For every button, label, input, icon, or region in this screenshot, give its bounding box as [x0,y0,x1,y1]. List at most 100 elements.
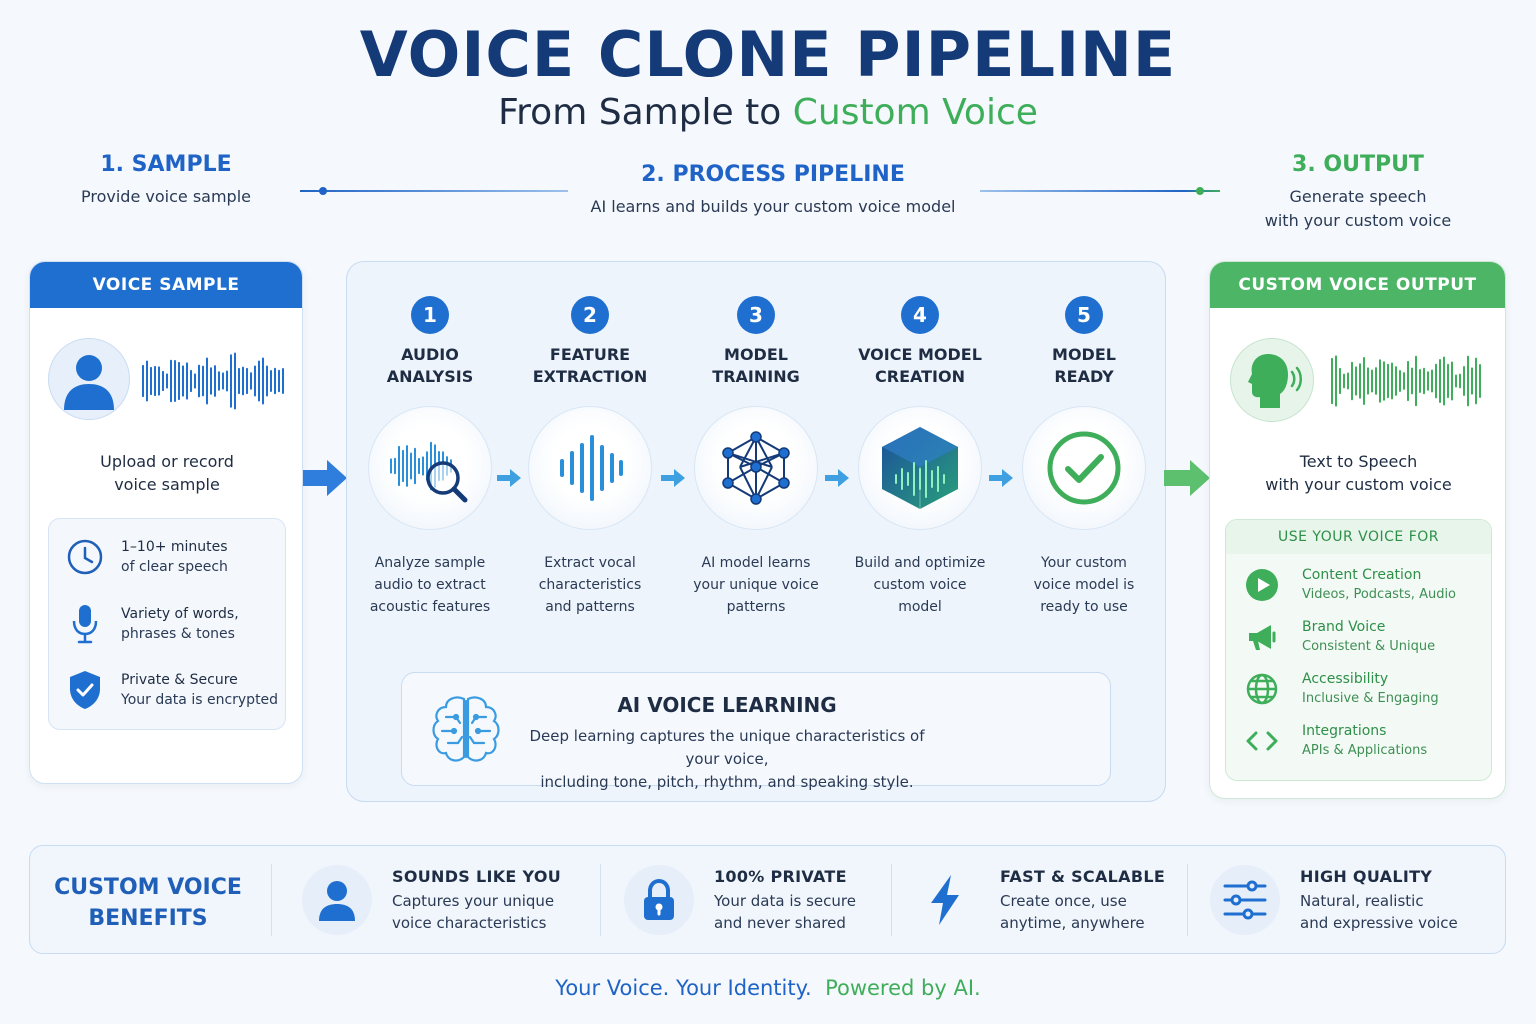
step-number: 3 [737,296,775,334]
desc-line: custom voice [873,577,967,593]
title-line: BENEFITS [88,906,208,931]
page-subtitle: From Sample to Custom Voice [0,92,1536,133]
desc-line: AI model learns [701,555,811,571]
stage-desc: AI learns and builds your custom voice m… [590,197,956,216]
desc-line: Create once, use [1000,891,1127,910]
stage-title: 1. SAMPLE [100,152,232,177]
title-line: CREATION [875,367,965,386]
connector-dot-left [319,187,327,195]
output-card-header: CUSTOM VOICE OUTPUT [1210,262,1505,308]
footer-tagline: Your Voice. Your Identity. Powered by AI… [0,976,1536,1000]
title-line: TRAINING [712,367,800,386]
connector-line-right [980,190,1220,192]
arrow-right-icon [825,469,849,487]
feature-title: Variety of words, [121,606,239,622]
desc-line: and patterns [545,599,635,615]
stage-process-heading: 2. PROCESS PIPELINE AI learns and builds… [560,162,986,219]
stage-sample-heading: 1. SAMPLE Provide voice sample [46,152,286,209]
check-circle-icon [1022,406,1146,530]
benefit-title: HIGH QUALITY [1300,866,1433,886]
clock-icon [63,538,107,576]
megaphone-icon [1242,620,1282,654]
lightning-icon [910,865,980,935]
desc-line: voice model is [1033,577,1135,593]
desc-line: with your custom voice [1264,211,1452,230]
use-desc: APIs & Applications [1302,743,1428,758]
feature-title: 1–10+ minutes [121,539,228,555]
divider [600,864,601,936]
ai-learning-desc: Deep learning captures the unique charac… [512,725,942,794]
title-line: FEATURE [549,345,631,364]
text-line: with your custom voice [1265,475,1452,494]
desc-line: Your custom [1041,555,1127,571]
benefit-title: SOUNDS LIKE YOU [392,866,562,886]
play-icon [1242,568,1282,602]
text-line: Upload or record [100,452,234,471]
benefits-bar: CUSTOM VOICE BENEFITS SOUNDS LIKE YOU Capt… [29,845,1506,954]
desc-line: Analyze sample [374,555,486,571]
step-number: 1 [411,296,449,334]
neural-network-icon [694,406,818,530]
arrow-right-icon [989,469,1013,487]
title-line: AUDIO [401,345,459,364]
arrow-right-icon [661,469,685,487]
voice-cube-icon [858,406,982,530]
tagline-part2: Powered by AI. [825,976,981,1000]
waveform-search-icon [368,406,492,530]
divider [891,864,892,936]
use-desc: Videos, Podcasts, Audio [1302,587,1457,602]
divider [271,864,272,936]
use-header: USE YOUR VOICE FOR [1226,520,1491,554]
stage-title: 3. OUTPUT [1292,152,1424,177]
use-title: Brand Voice [1302,619,1386,635]
desc-line: Your data is secure [714,891,856,910]
globe-icon [1242,672,1282,706]
desc-line: and expressive voice [1300,913,1458,932]
waveform-bars-icon [528,406,652,530]
stage-desc: Generate speech with your custom voice [1230,185,1486,233]
feature-title: Private & Secure [121,672,238,688]
desc-line: Generate speech [1289,187,1427,206]
title-line: CUSTOM VOICE [54,875,242,900]
step-number: 5 [1065,296,1103,334]
lock-icon [624,865,694,935]
page-title: VOICE CLONE PIPELINE [359,18,1177,91]
divider [1187,864,1188,936]
desc-line: Extract vocal [544,555,636,571]
voice-sample-header: VOICE SAMPLE [30,262,302,308]
title-line: VOICE MODEL [858,345,982,364]
tagline-part1: Your Voice. Your Identity. [555,976,812,1000]
desc-line: voice characteristics [392,913,547,932]
connector-line-left [300,190,568,192]
title-line: MODEL [1052,345,1116,364]
subtitle-part1: From Sample to [498,92,793,133]
person-icon [48,338,130,420]
arrow-right-icon [303,460,347,496]
sliders-icon [1210,865,1280,935]
desc-line: your unique voice [693,577,819,593]
brain-icon [428,691,504,771]
text-line: Text to Speech [1299,452,1418,471]
desc-line: patterns [726,599,786,615]
shield-icon [63,669,107,711]
